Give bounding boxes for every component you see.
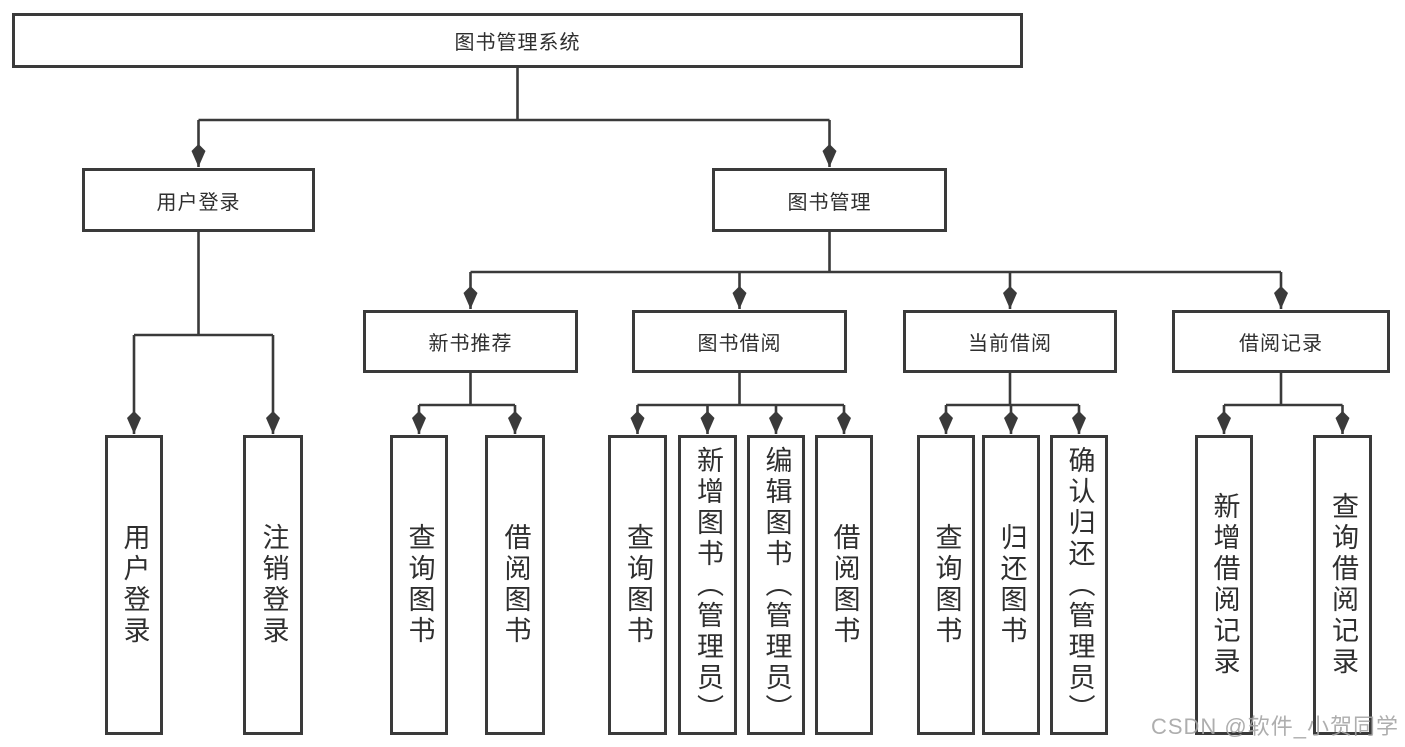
node-new-book-recommend-label: 新书推荐: [428, 333, 513, 355]
node-borrow-books-leaf-label: 借阅图书: [829, 523, 860, 647]
node-borrow-books-leaf: 借阅图书: [815, 435, 873, 735]
connector-current-borrow-children: [939, 373, 1086, 434]
node-book-management: 图书管理: [712, 168, 947, 232]
node-book-borrow-label: 图书借阅: [697, 333, 782, 355]
node-query-borrow-record: 查询借阅记录: [1313, 435, 1372, 735]
node-query-books-borrow-label: 查询图书: [623, 523, 654, 647]
connector-book-borrow-children: [630, 373, 851, 434]
node-user-login-leaf-label: 用户登录: [119, 523, 150, 647]
node-query-books-current: 查询图书: [917, 435, 975, 735]
node-library-system: 图书管理系统: [12, 13, 1023, 68]
node-add-books-admin: 新增图书（管理员）: [678, 435, 737, 735]
node-user-login: 用户登录: [82, 168, 315, 232]
node-edit-books-admin: 编辑图书（管理员）: [747, 435, 805, 735]
connector-user-login-children: [127, 232, 280, 434]
node-borrow-books-recommend-label: 借阅图书: [500, 523, 531, 647]
node-query-borrow-record-label: 查询借阅记录: [1328, 492, 1359, 678]
node-borrow-records: 借阅记录: [1172, 310, 1390, 373]
node-edit-books-admin-label: 编辑图书（管理员）: [761, 445, 792, 725]
connector-book-management-children: [463, 232, 1288, 309]
node-query-books-recommend: 查询图书: [390, 435, 448, 735]
node-user-login-label: 用户登录: [156, 191, 241, 214]
connector-borrow-records-children: [1217, 373, 1350, 434]
node-add-borrow-record: 新增借阅记录: [1195, 435, 1253, 735]
node-user-login-leaf: 用户登录: [105, 435, 163, 735]
node-query-books-recommend-label: 查询图书: [404, 523, 435, 647]
node-current-borrow: 当前借阅: [903, 310, 1117, 373]
node-book-management-label: 图书管理: [787, 191, 872, 214]
node-logout-label: 注销登录: [258, 523, 289, 647]
csdn-watermark: CSDN @软件_小贺同学: [1150, 714, 1399, 739]
node-borrow-records-label: 借阅记录: [1239, 333, 1323, 355]
node-query-books-current-label: 查询图书: [931, 523, 962, 647]
node-borrow-books-recommend: 借阅图书: [485, 435, 545, 735]
connector-root-to-level2: [191, 68, 837, 167]
connector-new-book-recommend-children: [412, 373, 522, 434]
node-confirm-return-admin: 确认归还（管理员）: [1050, 435, 1108, 735]
node-library-system-label: 图书管理系统: [454, 32, 581, 54]
node-add-borrow-record-label: 新增借阅记录: [1209, 492, 1240, 678]
node-query-books-borrow: 查询图书: [608, 435, 667, 735]
node-return-books: 归还图书: [982, 435, 1040, 735]
node-logout: 注销登录: [243, 435, 303, 735]
node-book-borrow: 图书借阅: [632, 310, 847, 373]
node-confirm-return-admin-label: 确认归还（管理员）: [1064, 445, 1095, 725]
node-return-books-label: 归还图书: [996, 523, 1027, 647]
node-current-borrow-label: 当前借阅: [968, 333, 1052, 355]
node-new-book-recommend: 新书推荐: [363, 310, 578, 373]
node-add-books-admin-label: 新增图书（管理员）: [693, 445, 724, 725]
